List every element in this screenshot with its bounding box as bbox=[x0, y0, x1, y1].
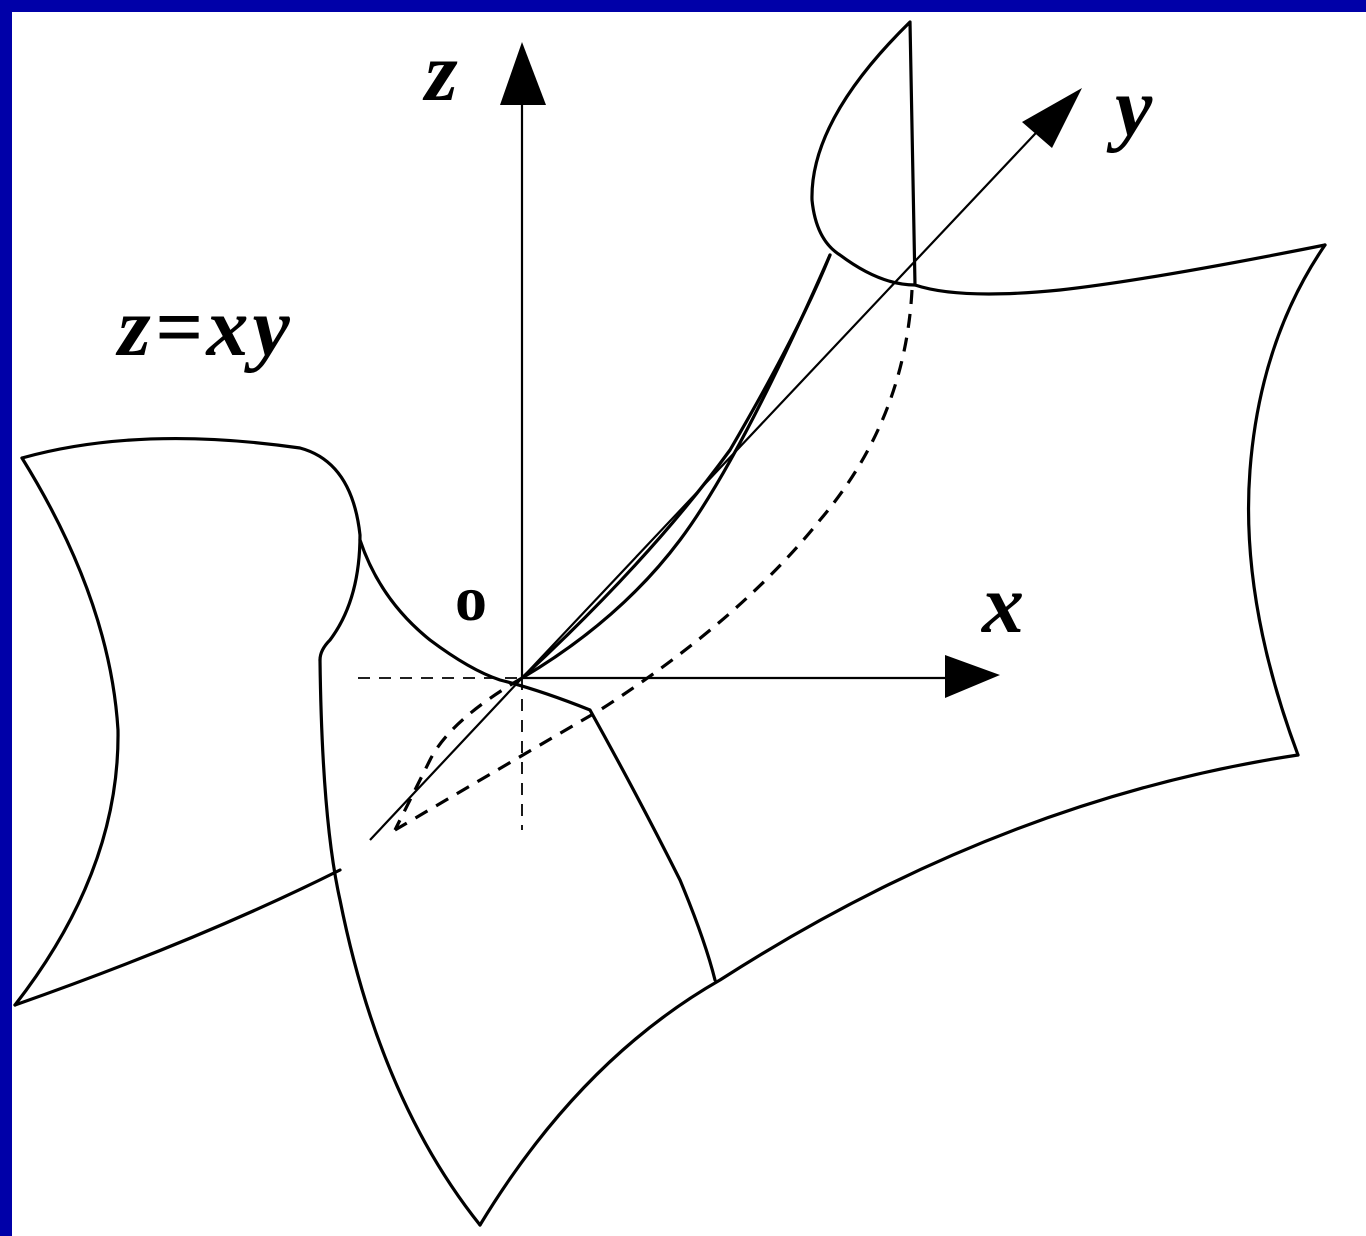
origin-label: o bbox=[455, 563, 487, 634]
negative-y-axis bbox=[369, 677, 523, 841]
surface-right-flap-top-edge bbox=[913, 243, 1327, 296]
y-axis-label: y bbox=[1106, 61, 1153, 154]
surface-left-flap-outer-edge bbox=[13, 456, 120, 1007]
surface-bottom-left-edge bbox=[13, 868, 342, 1007]
surface-bottom-right-edge bbox=[478, 753, 1300, 1227]
x-axis-arrowhead bbox=[945, 655, 1000, 698]
saddle-center-curve bbox=[358, 538, 717, 982]
surface-right-flap-outer-edge bbox=[1246, 243, 1327, 757]
equation-label: z=xy bbox=[115, 281, 294, 374]
z-axis-arrowhead bbox=[500, 42, 546, 105]
y-axis-arrowhead bbox=[1022, 88, 1082, 148]
saddle-ridge-lower bbox=[520, 253, 832, 680]
x-axis-label: x bbox=[980, 558, 1024, 651]
hidden-curve-right bbox=[394, 289, 914, 832]
hidden-curve-left bbox=[393, 676, 523, 831]
z-axis-label: z bbox=[422, 26, 458, 119]
surface-front-fold bbox=[318, 658, 482, 1227]
saddle-ridge-upper bbox=[520, 253, 832, 680]
y-axis bbox=[521, 117, 1051, 679]
surface-top-petal bbox=[810, 20, 917, 287]
surface-left-flap-edge bbox=[20, 436, 362, 662]
diagram-canvas: z y x o z=xy bbox=[12, 12, 1366, 1236]
